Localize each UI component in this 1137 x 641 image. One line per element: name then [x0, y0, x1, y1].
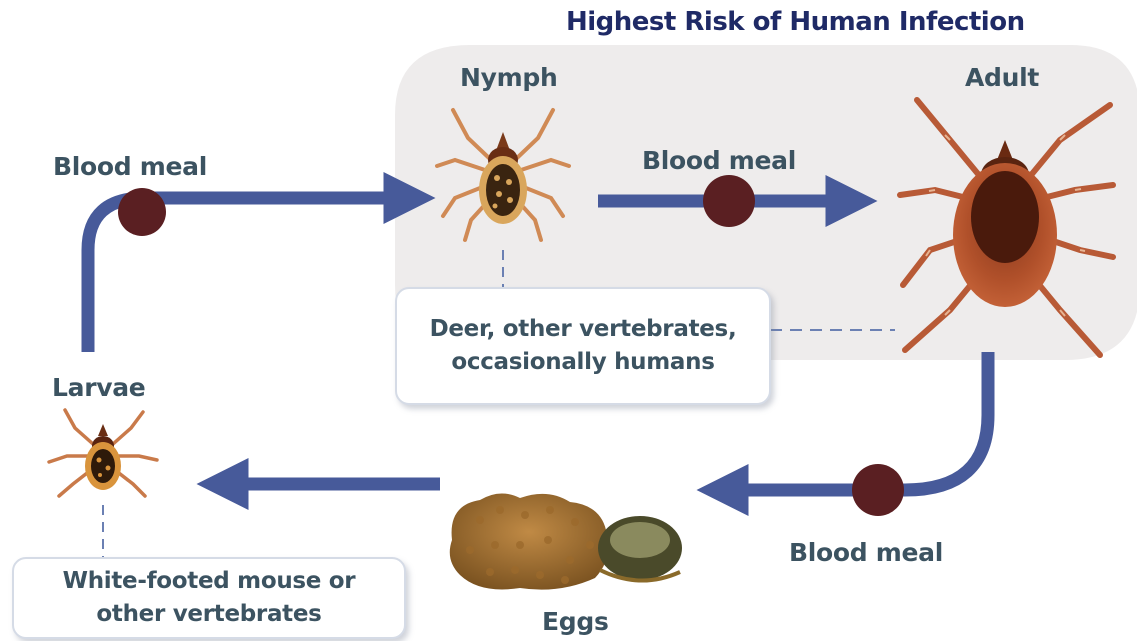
diagram-title: Highest Risk of Human Infection: [566, 7, 1025, 37]
host-box-larvae-line2: other vertebrates: [63, 598, 356, 631]
eggs-illustration: [450, 493, 682, 589]
host-box-larvae-line1: White-footed mouse or: [63, 565, 356, 598]
host-box-nymph-adult-line2: occasionally humans: [430, 346, 737, 379]
blood-meal-label-adult-to-eggs: Blood meal: [789, 538, 943, 567]
blood-meal-label-nymph-to-adult: Blood meal: [642, 146, 796, 175]
stage-label-larvae: Larvae: [52, 373, 145, 402]
stage-label-nymph: Nymph: [460, 63, 557, 92]
blood-meal-dot-1: [118, 188, 166, 236]
host-box-nymph-adult-line1: Deer, other vertebrates,: [430, 313, 737, 346]
larvae-tick-illustration: [49, 410, 157, 496]
blood-meal-dot-2: [703, 175, 755, 227]
blood-meal-label-larvae-to-nymph: Blood meal: [53, 152, 207, 181]
blood-meal-dot-3: [852, 464, 904, 516]
stage-label-eggs: Eggs: [542, 607, 609, 636]
stage-label-adult: Adult: [965, 63, 1039, 92]
host-box-larvae: White-footed mouse or other vertebrates: [12, 557, 406, 639]
host-box-nymph-adult: Deer, other vertebrates, occasionally hu…: [395, 287, 771, 405]
